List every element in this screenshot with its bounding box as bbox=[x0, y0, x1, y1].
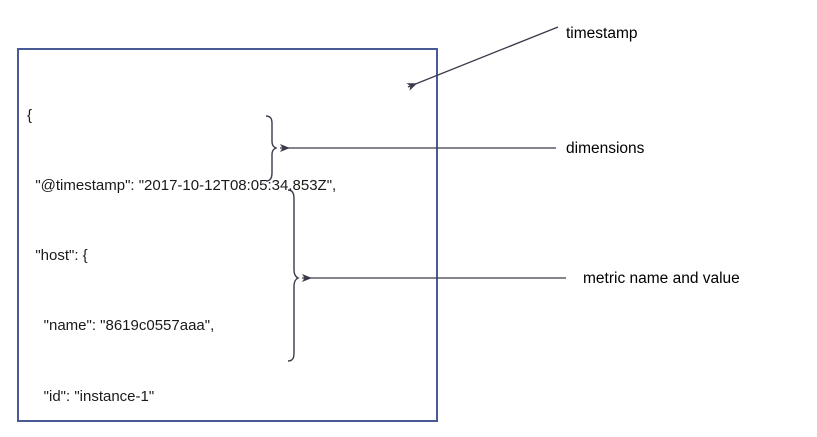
annotation-label-metric: metric name and value bbox=[583, 270, 740, 287]
json-line-host-id: "id": "instance-1" bbox=[27, 387, 155, 405]
annotation-label-timestamp: timestamp bbox=[566, 25, 638, 42]
json-line-timestamp: "@timestamp": "2017-10-12T08:05:34.853Z"… bbox=[27, 177, 337, 195]
json-code-block: { "@timestamp": "2017-10-12T08:05:34.853… bbox=[27, 57, 427, 437]
json-line-host-name: "name": "8619c0557aaa", bbox=[27, 317, 215, 335]
annotation-label-dimensions: dimensions bbox=[566, 140, 645, 157]
json-line: { bbox=[27, 106, 33, 124]
json-document-box bbox=[17, 48, 438, 422]
json-line-host-open: "host": { bbox=[27, 247, 88, 265]
